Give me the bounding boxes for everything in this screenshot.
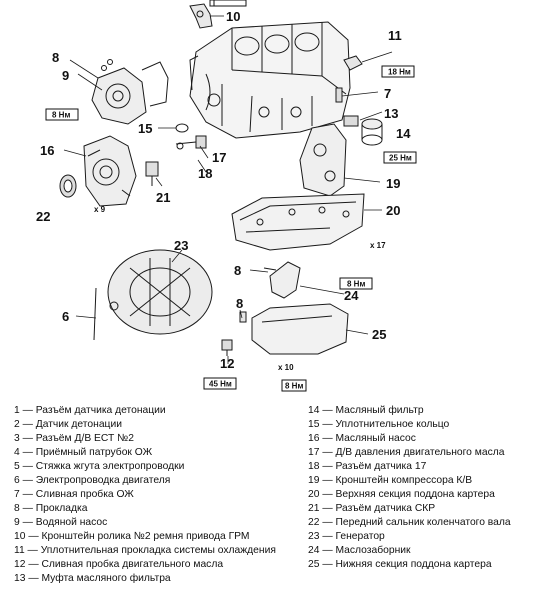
legend-item: 8 — Прокладка bbox=[14, 503, 88, 514]
legend-item: 3 — Разъём Д/В ЕСТ №2 bbox=[14, 433, 134, 444]
torque-8nm-c: 8 Нм bbox=[285, 382, 303, 391]
oil-pump bbox=[83, 135, 137, 207]
callout-12: 12 bbox=[220, 356, 234, 371]
torque-box-8nm-c bbox=[281, 379, 307, 392]
legend-item: 22 — Передний сальник коленчатого вала bbox=[308, 517, 511, 528]
legend-item: 25 — Нижняя секция поддона картера bbox=[308, 559, 492, 570]
legend-item: 15 — Уплотнительное кольцо bbox=[308, 419, 450, 430]
legend-item: 20 — Верхняя секция поддона картера bbox=[308, 489, 495, 500]
leader-lines bbox=[63, 15, 393, 364]
torque-box-18nm bbox=[381, 65, 415, 78]
callout-16: 16 bbox=[40, 143, 54, 158]
torque-45nm: 45 Нм bbox=[209, 380, 232, 389]
oil-filter bbox=[361, 118, 383, 146]
legend-item: 5 — Стяжка жгута электропроводки bbox=[14, 461, 185, 472]
legend-item: 12 — Сливная пробка двигательного масла bbox=[14, 559, 224, 570]
legend-item: 14 — Масляный фильтр bbox=[308, 405, 424, 416]
engine-block bbox=[189, 21, 351, 139]
coolant-gasket bbox=[343, 55, 363, 71]
callout-6: 6 bbox=[62, 309, 69, 324]
oil-pressure-sender bbox=[175, 135, 207, 150]
legend-item: 23 — Генератор bbox=[308, 531, 385, 542]
callout-23: 23 bbox=[174, 238, 188, 253]
legend-item: 19 — Кронштейн компрессора К/В bbox=[308, 475, 473, 486]
callout-19: 19 bbox=[386, 176, 400, 191]
legend-item: 24 — Маслозаборник bbox=[308, 545, 411, 556]
legend-item: 13 — Муфта масляного фильтра bbox=[14, 573, 171, 584]
callout-15: 15 bbox=[138, 121, 152, 136]
filter-union bbox=[343, 115, 359, 127]
legend-item: 17 — Д/В давления двигательного масла bbox=[308, 447, 505, 458]
legend-left-column: 1 — Разъём датчика детонации 2 — Датчик … bbox=[14, 404, 276, 586]
callout-7: 7 bbox=[384, 86, 391, 101]
o-ring bbox=[175, 123, 189, 133]
callout-8a: 8 bbox=[52, 50, 59, 65]
callout-22: 22 bbox=[36, 209, 50, 224]
callout-11: 11 bbox=[388, 28, 402, 43]
torque-18nm: 18 Нм bbox=[388, 68, 411, 77]
legend-item: 10 — Кронштейн ролика №2 ремня привода Г… bbox=[14, 531, 250, 542]
callout-8b: 8 bbox=[234, 263, 241, 278]
callout-9: 9 bbox=[62, 68, 69, 83]
legend-item: 6 — Электропроводка двигателя bbox=[14, 475, 171, 486]
ckp-connector bbox=[145, 161, 159, 186]
alternator bbox=[93, 249, 213, 341]
callout-17: 17 bbox=[212, 150, 226, 165]
coolant-drain-plug bbox=[335, 87, 343, 103]
legend-item: 21 — Разъём датчика СКР bbox=[308, 503, 436, 514]
callout-20: 20 bbox=[386, 203, 400, 218]
legend-item: 18 — Разъём датчика 17 bbox=[308, 461, 427, 472]
water-pump bbox=[91, 59, 169, 125]
torque-25nm: 25 Нм bbox=[389, 154, 412, 163]
legend-item: 9 — Водяной насос bbox=[14, 517, 108, 528]
callout-21: 21 bbox=[156, 190, 170, 205]
callout-25: 25 bbox=[372, 327, 386, 342]
crank-seal bbox=[59, 174, 77, 198]
legend-item: 11 — Уплотнительная прокладка системы ох… bbox=[14, 545, 276, 556]
callout-14: 14 bbox=[396, 126, 411, 141]
legend-item: 2 — Датчик детонации bbox=[14, 419, 122, 430]
torque-box-45nm bbox=[203, 377, 237, 390]
torque-boxes bbox=[45, 0, 417, 392]
engine-exploded-diagram: 18 Нм 8 Нм 25 Нм 8 Нм 45 Нм 8 Нм x 9 x 1… bbox=[36, 0, 417, 392]
legend-right-column: 14 — Масляный фильтр 15 — Уплотнительное… bbox=[308, 404, 511, 572]
legend-item: 16 — Масляный насос bbox=[308, 433, 416, 444]
callout-13: 13 bbox=[384, 106, 398, 121]
qty-x17: x 17 bbox=[370, 241, 386, 250]
gasket-lower bbox=[239, 311, 247, 323]
legend-item: 7 — Сливная пробка ОЖ bbox=[14, 489, 134, 500]
oil-strainer bbox=[263, 261, 301, 299]
torque-box-8nm-a bbox=[45, 108, 79, 121]
callout-8c: 8 bbox=[236, 296, 243, 311]
callout-10: 10 bbox=[226, 9, 240, 24]
qty-x10: x 10 bbox=[278, 363, 294, 372]
lower-oil-pan bbox=[251, 303, 349, 355]
legend-item: 4 — Приёмный патрубок ОЖ bbox=[14, 447, 153, 458]
callout-18: 18 bbox=[198, 166, 212, 181]
torque-box-8nm-b bbox=[339, 277, 373, 290]
legend-item: 1 — Разъём датчика детонации bbox=[14, 405, 166, 416]
callout-24: 24 bbox=[344, 288, 359, 303]
torque-8nm-b: 8 Нм bbox=[347, 280, 365, 289]
oil-drain-plug bbox=[221, 339, 233, 356]
upper-oil-pan bbox=[231, 193, 365, 251]
ac-bracket bbox=[299, 123, 347, 197]
torque-8nm-a: 8 Нм bbox=[52, 111, 70, 120]
qty-x9: x 9 bbox=[94, 205, 106, 214]
torque-box-25nm bbox=[383, 151, 417, 164]
